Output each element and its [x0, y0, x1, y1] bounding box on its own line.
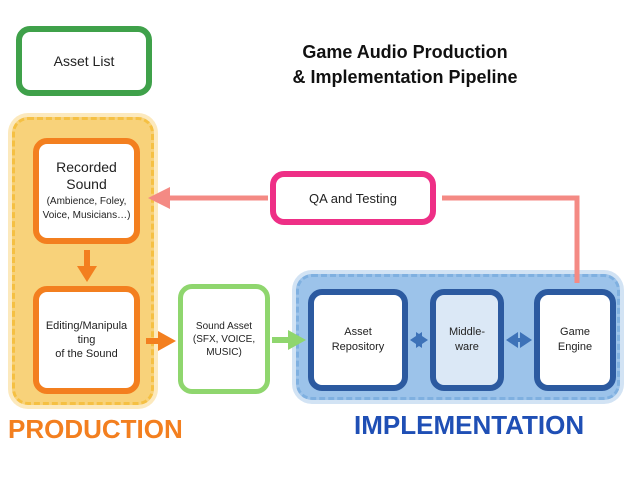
title-line-2: & Implementation Pipeline [292, 67, 518, 87]
game-engine-line-2: Engine [557, 341, 593, 353]
asset-repository-box: Asset Repository [308, 289, 408, 391]
editing-line-2: ting [77, 334, 96, 346]
arrow-repository-middleware-right-head [416, 332, 428, 348]
recorded-sound-detail-1: (Ambience, Foley, [46, 196, 127, 207]
asset-list-label: Asset List [53, 53, 115, 69]
sound-asset-line-3: MUSIC) [206, 346, 242, 358]
feedback-arrow-engine-to-qa [442, 195, 580, 283]
middleware-box: Middle- ware [430, 289, 504, 391]
arrow-recorded-to-editing-head [77, 266, 97, 282]
sound-asset-line-1: Sound Asset [195, 320, 253, 332]
editing-box: Editing/Manipula ting of the Sound [33, 286, 140, 394]
asset-list-box: Asset List [16, 26, 152, 96]
editing-line-1: Editing/Manipula [45, 320, 128, 332]
production-label: PRODUCTION [8, 414, 183, 444]
recorded-sound-line-2: Sound [66, 176, 107, 192]
game-engine-box: Game Engine [534, 289, 616, 391]
title-line-1: Game Audio Production [302, 42, 508, 62]
game-engine-line-1: Game [560, 326, 590, 338]
middleware-line-1: Middle- [448, 326, 486, 338]
asset-repository-line-1: Asset [344, 326, 372, 338]
recorded-sound-line-1: Recorded [56, 159, 117, 175]
recorded-sound-detail-2: Voice, Musicians…) [42, 210, 131, 221]
sound-asset-box: Sound Asset (SFX, VOICE, MUSIC) [178, 284, 270, 394]
arrow-middleware-engine-right-head [520, 332, 532, 348]
editing-line-3: of the Sound [55, 348, 118, 360]
qa-testing-box: QA and Testing [270, 171, 436, 225]
diagram-title: Game Audio Production & Implementation P… [230, 40, 580, 90]
implementation-label: IMPLEMENTATION [354, 410, 585, 440]
arrow-editing-to-sound-asset-head [158, 331, 176, 351]
middleware-line-2: ware [455, 341, 479, 353]
recorded-sound-box: Recorded Sound (Ambience, Foley, Voice, … [33, 138, 140, 244]
feedback-arrowhead [148, 187, 170, 209]
qa-testing-label: QA and Testing [309, 190, 397, 206]
asset-repository-line-2: Repository [331, 341, 385, 353]
sound-asset-line-2: (SFX, VOICE, [192, 333, 256, 345]
arrow-middleware-engine-left-head [506, 332, 518, 348]
arrow-sound-asset-to-repository-head [288, 330, 306, 350]
